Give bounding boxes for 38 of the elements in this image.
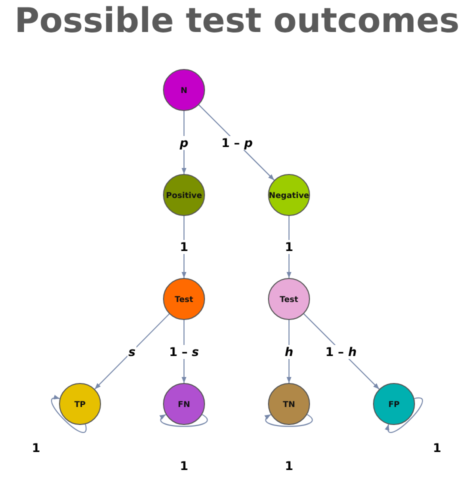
state-circle — [268, 383, 310, 425]
state-circle — [268, 174, 310, 216]
edge-label: 1 — [178, 240, 190, 254]
node-label: TN — [282, 400, 296, 408]
self-loop-arrow — [160, 414, 208, 427]
edge-label: 1 — [432, 441, 442, 455]
arrow — [286, 320, 292, 384]
self-loop-arrow — [51, 396, 87, 433]
diagram-title: Possible test outcomes — [14, 0, 460, 42]
edge-label: 1 – s — [168, 345, 200, 359]
state-circle — [163, 174, 205, 216]
state-circle — [163, 278, 205, 320]
node-label: FP — [388, 400, 400, 408]
node-label: Negative — [268, 190, 310, 200]
edge-label: 1 — [284, 459, 294, 473]
state-circle — [59, 383, 101, 425]
edge-label: h — [284, 345, 294, 359]
state-circle — [373, 383, 415, 425]
node-label: Test — [280, 294, 298, 304]
state-circle — [163, 383, 205, 425]
state-circle — [268, 278, 310, 320]
node-label: Test — [174, 294, 194, 304]
arrow — [182, 110, 186, 174]
edge-label: 1 – p — [220, 136, 254, 150]
edge-label: 1 — [178, 459, 190, 473]
state-circle — [163, 69, 205, 111]
arrow — [94, 313, 170, 390]
node-label: FN — [178, 400, 190, 408]
node-label: Positive — [166, 190, 202, 200]
edge-label: 1 — [284, 240, 294, 254]
self-loop-arrow — [264, 414, 313, 427]
edge-label: p — [178, 136, 190, 150]
node-label: N — [180, 86, 188, 94]
self-loop-arrow — [386, 397, 423, 433]
edge-label: 1 — [30, 441, 42, 455]
edge-label: s — [127, 345, 137, 359]
edge-label: 1 – h — [324, 345, 358, 359]
node-label: TP — [74, 400, 86, 408]
